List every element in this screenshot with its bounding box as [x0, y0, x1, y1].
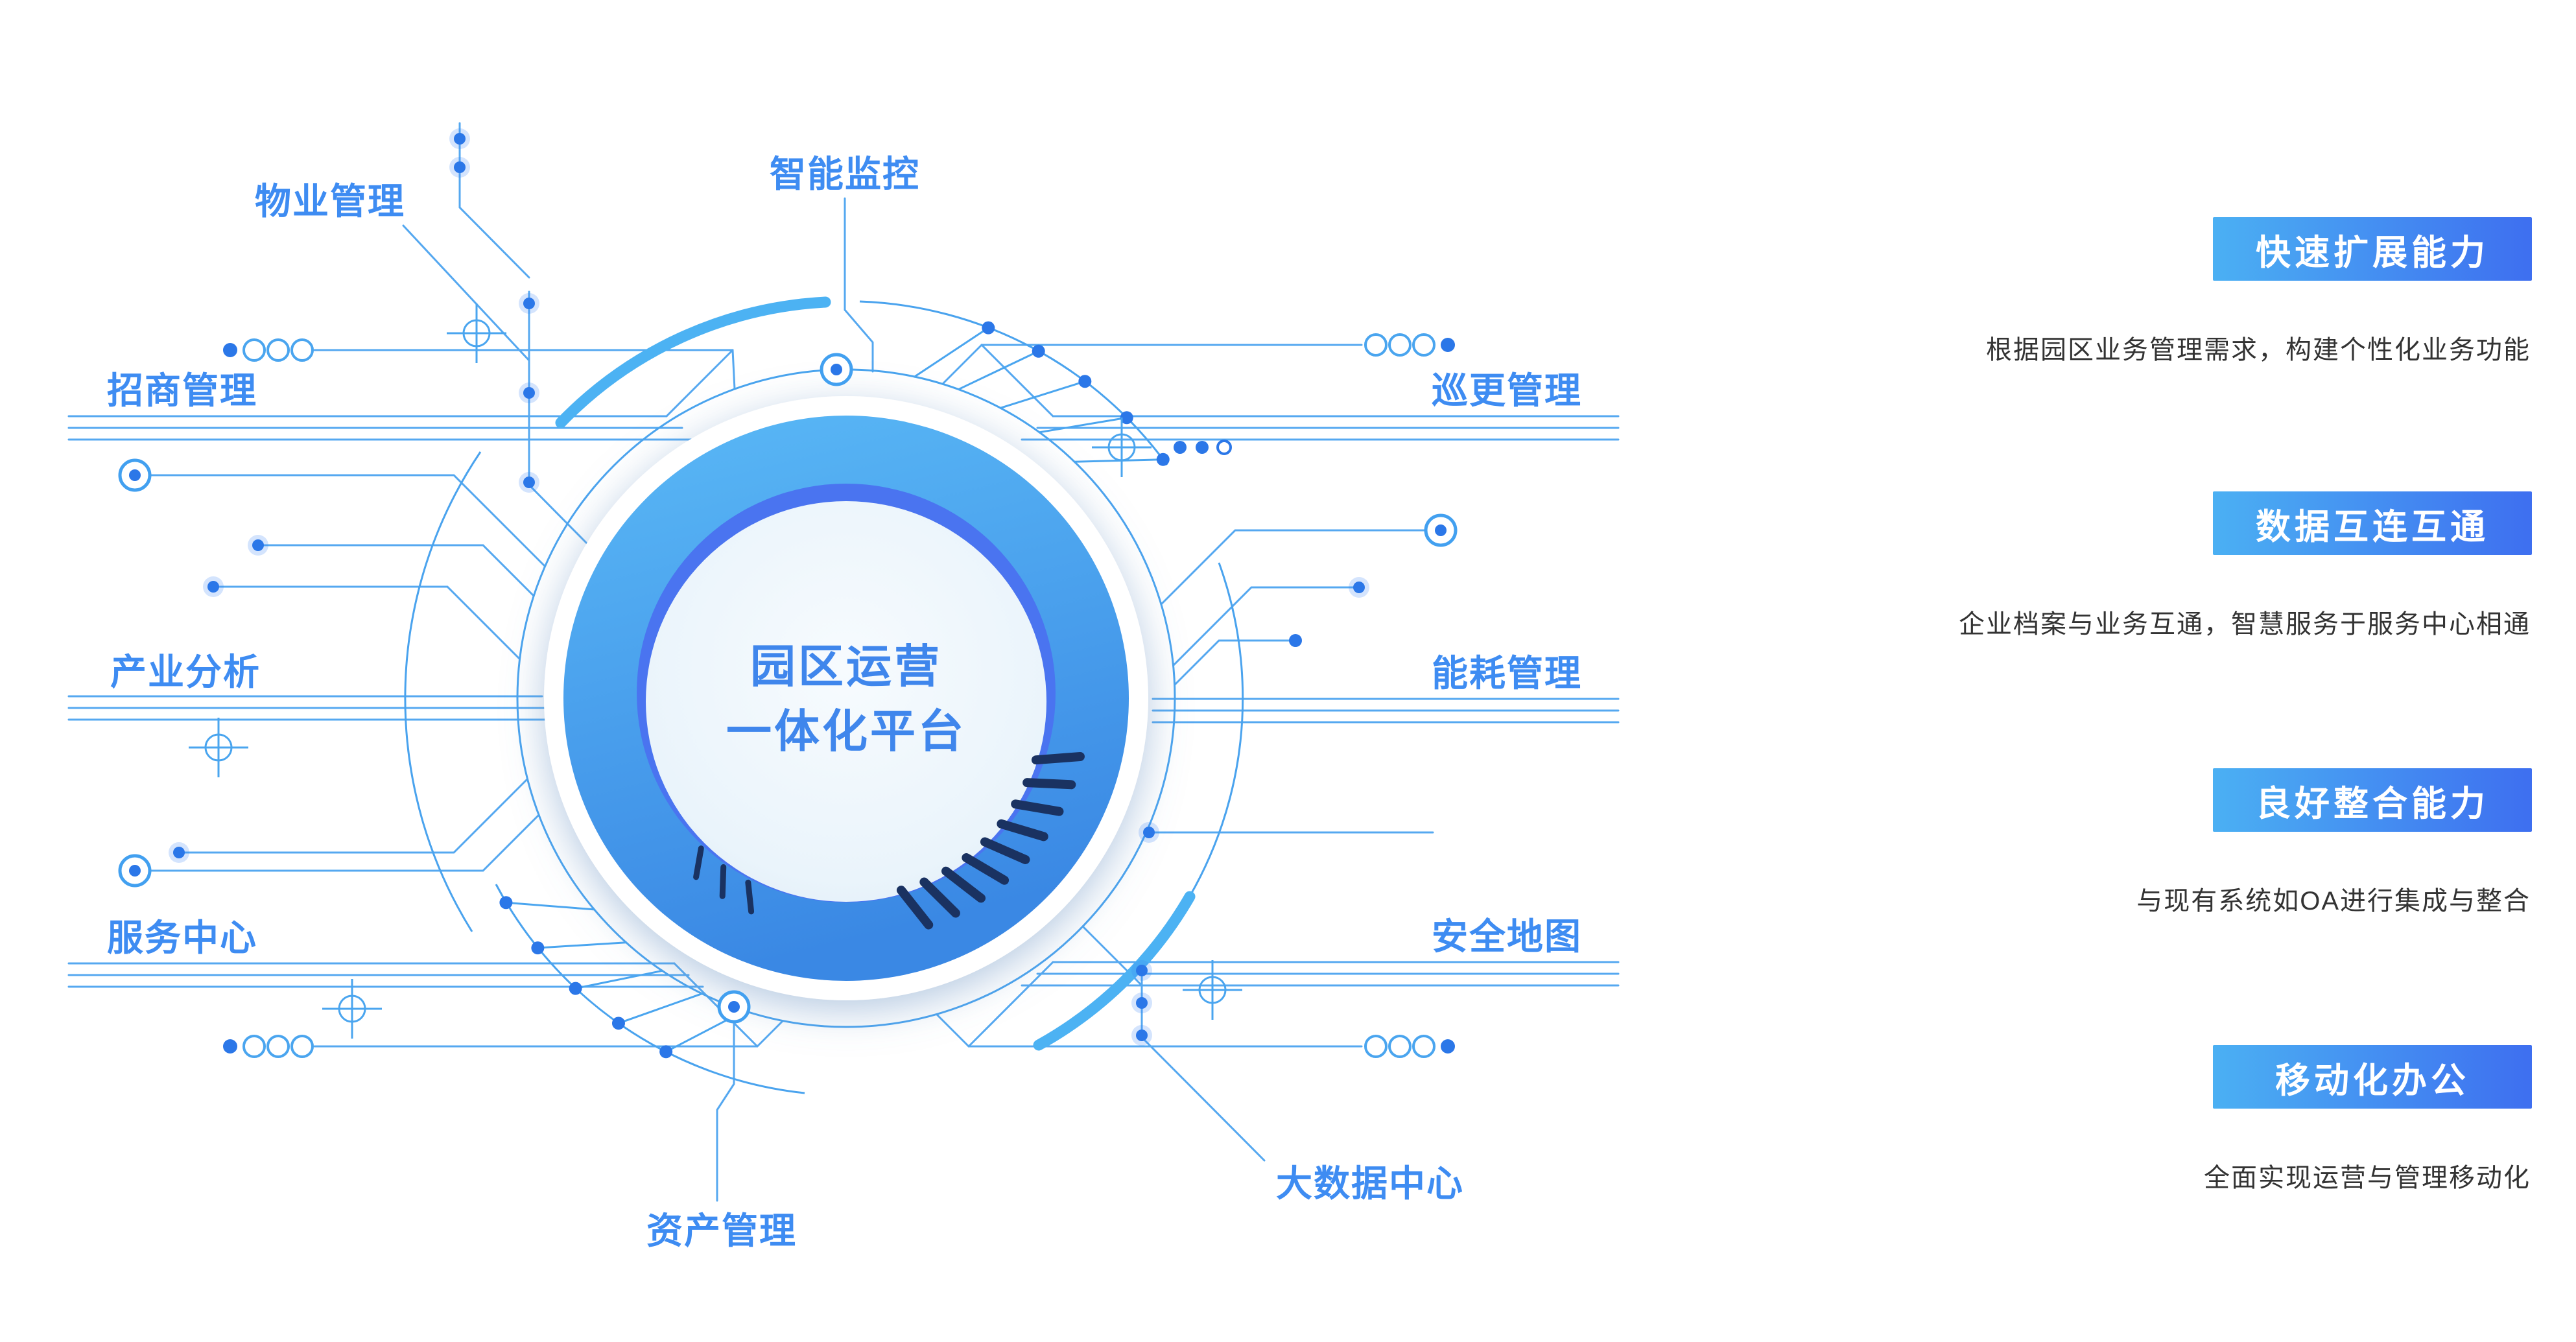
ladder-dot [1120, 411, 1133, 425]
feature-item-3: 良好整合能力 与现有系统如OA进行集成与整合 [1689, 768, 2532, 937]
ladder-dot [1032, 344, 1045, 358]
ladder-dot [611, 1017, 625, 1030]
feature-item-2: 数据互连互通 企业档案与业务互通，智慧服务于服务中心相通 [1689, 491, 2532, 660]
module-label-fuwu: 服务中心 [107, 917, 257, 958]
ring-tick [896, 886, 934, 930]
module-labels: 物业管理 智能监控 招商管理 巡更管理 产业分析 能耗管理 服务中心 安全地图 … [107, 154, 1582, 1251]
ladder-dot [1078, 375, 1092, 388]
ladder-dot [1156, 453, 1170, 466]
ring-tick [962, 853, 1010, 885]
ladder-dot [569, 982, 582, 995]
ladder-rung [617, 993, 703, 1024]
crosshair-markers [189, 303, 1242, 1039]
glow-dots [169, 128, 1369, 1046]
ring-tick-small [693, 845, 704, 880]
ladder-rung [957, 350, 1040, 391]
ladder-dot [982, 321, 995, 335]
ladder-rung [536, 941, 628, 949]
ring-tick [1031, 751, 1085, 765]
ladder-dot [659, 1045, 673, 1059]
ring-tick [997, 819, 1048, 842]
feature-description-4: 全面实现运营与管理移动化 [2204, 1164, 2531, 1192]
module-label-anquan: 安全地图 [1432, 916, 1582, 957]
ring-tick [941, 866, 986, 903]
ring-tick [1011, 799, 1064, 816]
ring-tick-small [719, 864, 727, 899]
accent-arc-top [555, 296, 831, 429]
feature-description-3: 与现有系统如OA进行集成与整合 [2136, 887, 2531, 915]
feature-description-2: 企业档案与业务互通，智慧服务于服务中心相通 [1959, 610, 2531, 639]
accent-arc-bottom [1033, 891, 1196, 1051]
ladder-dot [531, 941, 545, 955]
ladder-rung [999, 380, 1086, 409]
feature-description-1: 根据园区业务管理需求，构建个性化业务功能 [1986, 336, 2531, 364]
module-label-wuye: 物业管理 [255, 181, 405, 222]
module-label-dashuju: 大数据中心 [1276, 1163, 1464, 1204]
feature-item-1: 快速扩展能力 根据园区业务管理需求，构建个性化业务功能 [1689, 217, 2532, 386]
medallion-core [646, 501, 1046, 902]
dot-trios [1174, 440, 1302, 647]
feature-item-4: 移动化办公 全面实现运营与管理移动化 [1689, 1045, 2532, 1214]
circle-chain [223, 333, 1455, 1058]
ladder-rung [574, 969, 663, 990]
feature-badge-label: 数据互连互通 [2256, 507, 2489, 547]
central-medallion: 园区运营 一体化平台 [544, 396, 1148, 1000]
center-title-line1: 园区运营 [750, 641, 942, 692]
module-label-zhaoshang: 招商管理 [107, 370, 257, 411]
ladder-rung [504, 901, 596, 911]
ring-tick [919, 877, 960, 918]
ladder-dot [499, 896, 513, 910]
generated-decor [499, 321, 1170, 1059]
module-label-nenghao: 能耗管理 [1432, 653, 1582, 694]
module-label-xungeng: 巡更管理 [1432, 370, 1582, 411]
ring-dot-markers [118, 353, 1458, 1024]
ring-tick-small [745, 879, 755, 915]
feature-badge-label: 良好整合能力 [2256, 784, 2489, 823]
feature-badge-label: 移动化办公 [2275, 1061, 2470, 1100]
feature-badge-3: 良好整合能力 [2213, 768, 2532, 832]
feature-badge-label: 快速扩展能力 [2256, 233, 2489, 272]
ladder-rung [913, 327, 989, 378]
guide-arcs [404, 296, 1244, 1094]
feature-badge-1: 快速扩展能力 [2213, 217, 2532, 281]
ladder-rung [1038, 416, 1128, 434]
module-label-zhineng: 智能监控 [770, 154, 920, 194]
feature-badge-4: 移动化办公 [2213, 1045, 2532, 1109]
markers [118, 128, 1458, 1058]
feature-badge-2: 数据互连互通 [2213, 491, 2532, 555]
module-label-chanye: 产业分析 [110, 652, 261, 692]
center-title-line2: 一体化平台 [726, 706, 966, 757]
ring-tick [980, 837, 1030, 864]
module-label-zichan: 资产管理 [646, 1210, 797, 1251]
ring-tick [1022, 778, 1076, 790]
circuit-traces [67, 122, 1620, 1202]
